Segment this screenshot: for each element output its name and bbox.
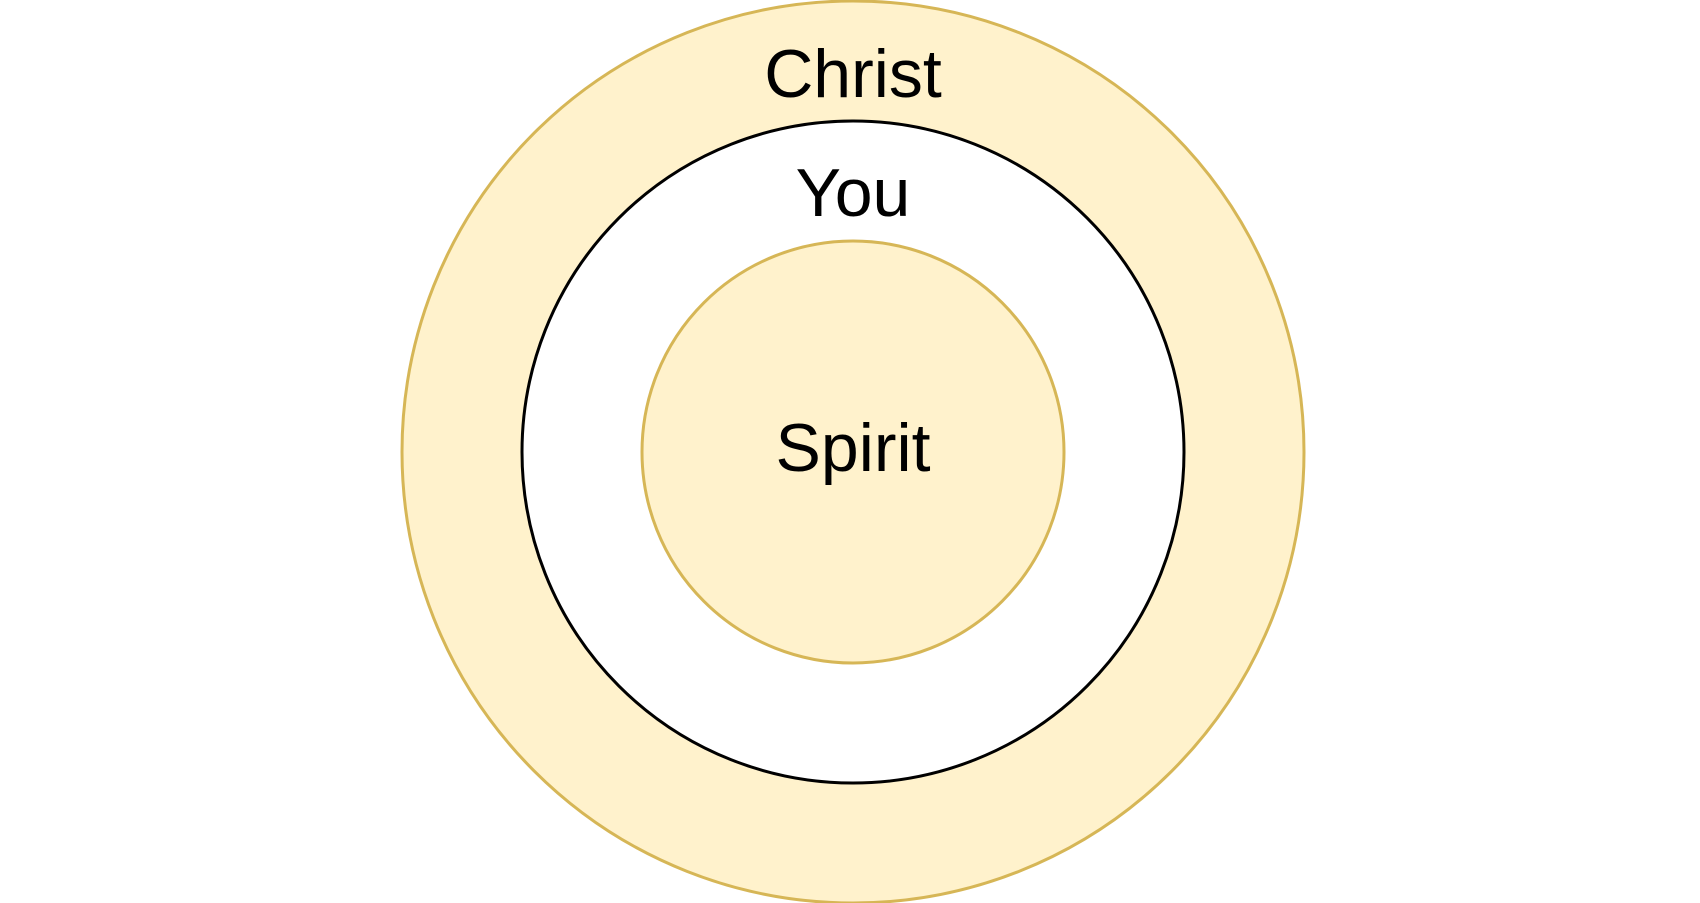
spirit-circle [640,239,1066,665]
spirit-label: Spirit [776,410,931,486]
you-label: You [796,155,911,231]
christ-label: Christ [764,36,942,112]
